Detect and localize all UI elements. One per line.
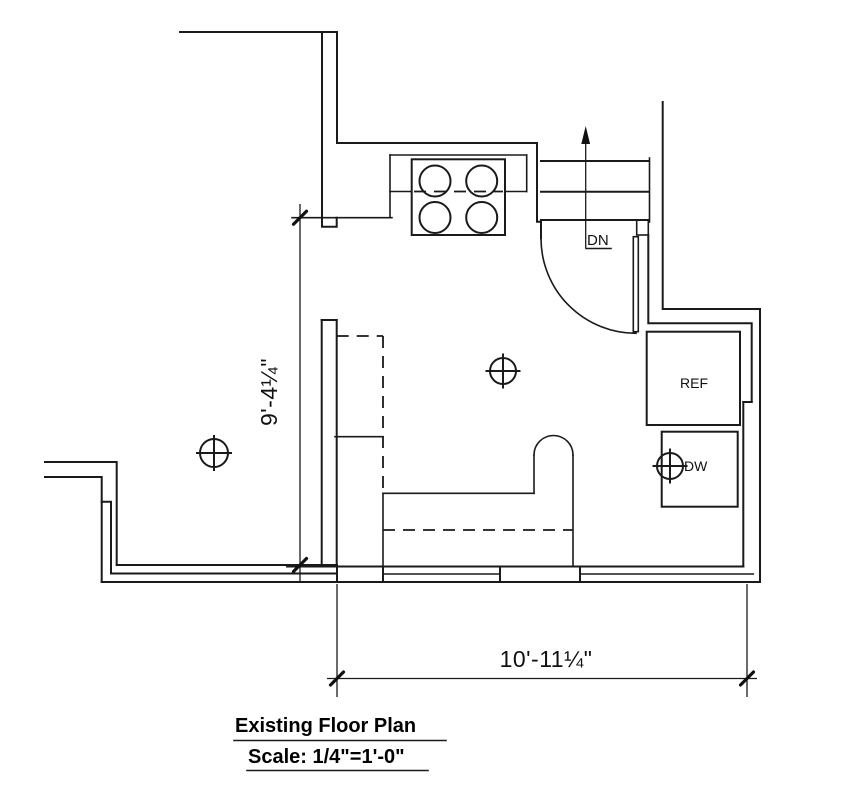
stair-arrow-head	[581, 126, 591, 144]
refrigerator: REF	[645, 330, 742, 427]
ceiling-fixture-symbol-hall	[196, 435, 232, 471]
kitchen-door	[540, 219, 650, 335]
stairway: DN	[536, 126, 651, 250]
plan-title: Existing Floor Plan	[235, 715, 416, 737]
plan-scale: Scale: 1/4"=1'-0"	[248, 746, 405, 768]
dishwasher: DW	[660, 430, 739, 508]
kitchen-west-wall-lower	[320, 319, 338, 566]
peninsula-rounded-end	[533, 434, 574, 456]
counter-peninsula	[334, 335, 574, 568]
hall-walls	[44, 461, 118, 583]
burner	[465, 201, 499, 234]
right-wall	[647, 101, 761, 583]
burner	[465, 164, 499, 198]
dishwasher-label: DW	[684, 458, 708, 474]
door-swing-arc	[540, 237, 637, 335]
dimension-vertical: 9'-4¼"	[256, 204, 309, 583]
range-stove	[410, 158, 507, 236]
dimension-tick	[291, 209, 309, 226]
upper-left-room-walls	[179, 31, 338, 228]
stair-dn-label: DN	[587, 232, 609, 249]
dimension-tick	[328, 670, 346, 687]
stove-counter	[389, 154, 528, 219]
dimension-horizontal-text: 10'-11¼"	[500, 646, 593, 672]
refrigerator-label: REF	[680, 375, 708, 391]
door-leaf	[632, 235, 640, 333]
dimension-horizontal: 10'-11¼"	[327, 584, 757, 697]
bottom-wall	[100, 564, 761, 583]
ceiling-fixture-symbol-kitchen	[485, 353, 521, 389]
burner	[418, 201, 452, 234]
ceiling-fixture-symbol-dw	[652, 448, 688, 484]
dimension-tick	[291, 556, 309, 574]
kitchen-top-wall	[291, 142, 538, 219]
dimension-tick	[738, 670, 756, 687]
title-block: Existing Floor Plan Scale: 1/4"=1'-0"	[233, 715, 447, 772]
burner	[418, 164, 452, 198]
dimension-vertical-text: 9'-4¼"	[256, 358, 282, 426]
door-jamb	[635, 219, 650, 236]
